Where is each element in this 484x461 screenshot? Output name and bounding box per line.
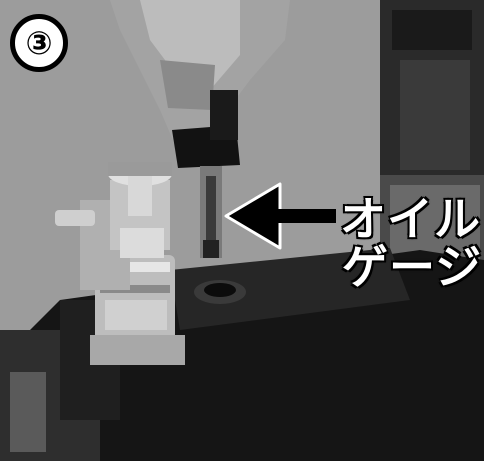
callout-label-line1: オイル	[339, 192, 481, 246]
arrow-left-icon	[224, 182, 336, 250]
callout-label-line2: ゲージ	[341, 240, 483, 294]
nozzle	[55, 210, 95, 226]
step-number: ③	[25, 24, 53, 62]
step-number-badge: ③	[10, 14, 68, 72]
